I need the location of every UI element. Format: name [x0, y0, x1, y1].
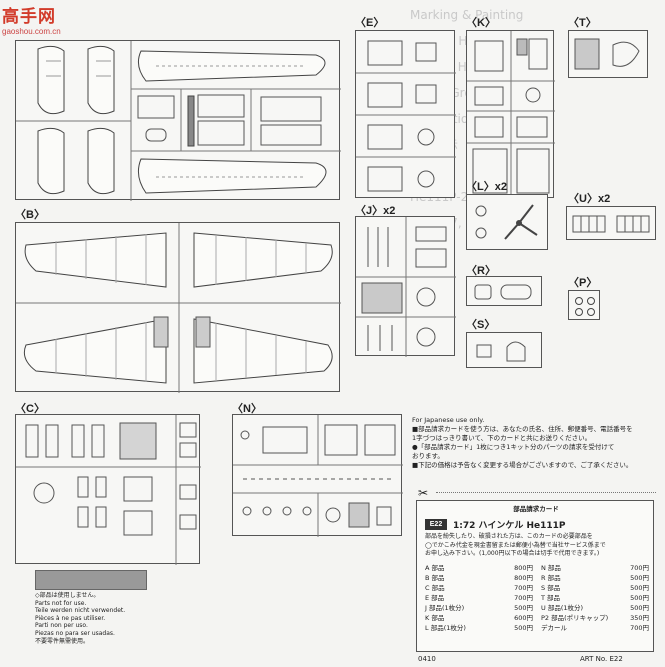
section-t-label: 〈T〉: [568, 17, 597, 29]
section-l-letter: 〈L〉: [466, 181, 495, 193]
notice-line: ●「部品請求カード」1枚につき1キット分のパーツの請求を受付けて: [412, 443, 615, 451]
section-l-qty: x2: [494, 181, 507, 193]
section-l-label: 〈L〉x2: [466, 178, 507, 194]
sprue-n-drawing: [233, 415, 403, 537]
section-s-label: 〈S〉: [466, 319, 496, 331]
sprue-r-drawing: [474, 284, 532, 300]
notice-line: ■下記の価格は予告なく変更する場合がございますので、ご了承ください。: [412, 461, 633, 469]
card-intro-line: ◯でかこみ代金を現金書留または郵便小為替で当社サービス係まで: [425, 541, 606, 549]
sprue-c-drawing: [16, 415, 201, 565]
notice-line: おります。: [412, 452, 444, 460]
sprue-p-frame: [568, 290, 600, 320]
sprue-p-drawing: [575, 297, 595, 316]
parts-request-notice: For Japanese use only. ■部品請求カードを使う方は、あなた…: [412, 416, 660, 470]
sprue-j-frame: [355, 216, 456, 357]
card-intro: 部品を紛失したり、破損された方は、このカードの必要部品を ◯でかこみ代金を現金書…: [425, 533, 653, 559]
section-b-label: 〈B〉: [15, 209, 45, 221]
sprue-k-frame: [466, 30, 555, 199]
section-k-label: 〈K〉: [466, 17, 496, 29]
price-row: J 部品(1枚分)500円: [425, 604, 533, 612]
sprue-n-frame: [232, 414, 403, 537]
sprue-e-drawing: [356, 40, 456, 192]
card-code-badge: E22: [425, 519, 447, 530]
card-title: 部品請求カード: [513, 505, 559, 513]
sprue-k-drawing: [467, 31, 555, 199]
sprue-b-frame: [15, 222, 341, 393]
section-u-letter: 〈U〉: [568, 193, 598, 205]
sprue-c-frame: [15, 414, 201, 565]
unused-parts-note: ◇部品は使用しません。 Parts not for use. Teile wer…: [35, 592, 185, 645]
unused-line: ◇部品は使用しません。: [35, 592, 100, 599]
footer-code: 0410: [418, 655, 436, 663]
price-row: U 部品(1枚分)500円: [541, 604, 649, 612]
section-e-label: 〈E〉: [355, 17, 385, 29]
art-number: ART No. E22: [580, 655, 623, 663]
sprue-l-frame: [466, 194, 548, 250]
sprue-s-frame: [466, 332, 542, 368]
card-intro-line: 部品を紛失したり、破損された方は、このカードの必要部品を: [425, 533, 593, 540]
sprue-e-frame: [355, 30, 456, 198]
sprue-t-frame: [568, 30, 648, 78]
unused-parts-swatch: [35, 570, 147, 590]
unused-line: Parts not for use.: [35, 599, 87, 607]
scissors-icon: ✂: [418, 486, 429, 500]
section-r-label: 〈R〉: [466, 265, 496, 277]
sprue-t-drawing: [574, 38, 640, 70]
unused-line: Teile werden nicht verwendet.: [35, 607, 126, 615]
section-c-label: 〈C〉: [15, 403, 45, 415]
sprue-a-drawing: [16, 41, 341, 201]
sprue-a-frame: [15, 40, 341, 201]
sprue-u-drawing: [572, 215, 650, 233]
notice-line: ■部品請求カードを使う方は、あなたの氏名、住所、郵便番号、電話番号を: [412, 425, 633, 433]
sprue-s-drawing: [476, 341, 526, 362]
section-u-qty: x2: [597, 193, 611, 205]
section-u-label: 〈U〉x2: [568, 190, 610, 206]
unused-line: Piezas no para ser usadas.: [35, 629, 115, 637]
price-row: P2 部品(ポリキャップ)350円: [541, 614, 649, 622]
sprue-r-frame: [466, 276, 542, 306]
sprue-l-drawing: [475, 204, 538, 240]
section-j-letter: 〈J〉: [355, 205, 384, 217]
site-logo-main: 高手网: [2, 7, 56, 26]
cut-line: [436, 492, 656, 493]
section-n-label: 〈N〉: [232, 403, 262, 415]
parts-request-card: 部品請求カード E22 1:72 ハインケル He111P 部品を紛失したり、破…: [416, 500, 654, 652]
site-logo-sub: gaoshou.com.cn: [2, 27, 61, 36]
card-kit-title: 1:72 ハインケル He111P: [453, 521, 566, 531]
section-j-label: 〈J〉x2: [355, 202, 395, 218]
price-row: L 部品(1枚分)500円: [425, 624, 533, 632]
unused-line: Parti non per uso.: [35, 622, 88, 630]
unused-line: Pièces à ne pas utiliser.: [35, 614, 106, 622]
unused-line: 不要零件無需使用。: [35, 637, 90, 645]
section-p-label: 〈P〉: [568, 277, 598, 289]
card-intro-line: お申し込み下さい。(1,000円以下の場合は切手で代用できます。): [425, 550, 600, 557]
notice-line: 1字づつはっきり書いて、下のカードと共にお送りください。: [412, 434, 592, 442]
section-j-qty: x2: [383, 205, 396, 217]
sprue-u-frame: [566, 206, 656, 240]
sprue-b-drawing: [16, 223, 341, 393]
sprue-j-drawing: [356, 217, 456, 357]
notice-english: For Japanese use only.: [412, 416, 485, 424]
site-logo: 高手网 gaoshou.com.cn: [2, 2, 74, 36]
